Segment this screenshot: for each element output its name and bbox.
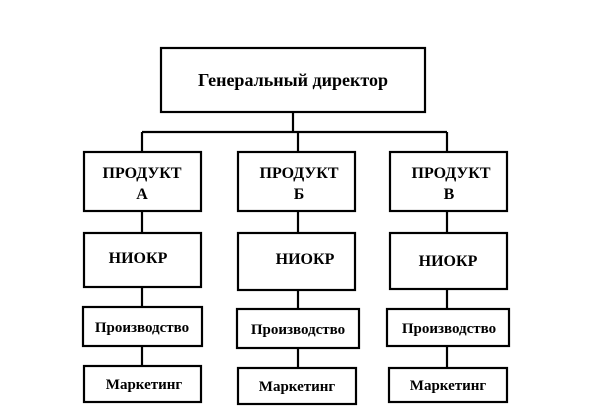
product-a-title: ПРОДУКТ [103, 165, 182, 182]
product-v-letter: В [444, 186, 455, 203]
product-b-letter: Б [294, 186, 305, 203]
marketing-b-label: Маркетинг [259, 379, 336, 395]
column-product-b: ПРОДУКТ Б НИОКР Производство Маркетинг [235, 150, 361, 406]
production-b-node: Производство [235, 307, 361, 350]
production-v-label: Производство [402, 321, 496, 337]
root-node: Генеральный директор [159, 46, 427, 114]
column-product-a: ПРОДУКТ А НИОКР Производство Маркетинг [81, 150, 204, 404]
connectors [140, 112, 449, 368]
production-v-node: Производство [385, 307, 511, 348]
niokr-a-node: НИОКР [82, 231, 203, 289]
root-label: Генеральный директор [198, 70, 388, 90]
product-b-title: ПРОДУКТ [260, 165, 339, 182]
niokr-b-label: НИОКР [276, 251, 335, 268]
product-a-letter: А [136, 186, 148, 203]
marketing-a-label: Маркетинг [106, 377, 183, 393]
product-v-node: ПРОДУКТ В [388, 150, 509, 213]
production-a-label: Производство [95, 320, 189, 336]
product-v-title: ПРОДУКТ [412, 165, 491, 182]
niokr-a-label: НИОКР [109, 250, 168, 267]
niokr-v-label: НИОКР [419, 253, 478, 270]
niokr-v-node: НИОКР [388, 231, 509, 291]
marketing-v-label: Маркетинг [410, 378, 487, 394]
product-a-node: ПРОДУКТ А [82, 150, 203, 213]
production-a-node: Производство [81, 305, 204, 348]
production-b-label: Производство [251, 322, 345, 338]
marketing-b-node: Маркетинг [236, 366, 358, 406]
product-b-node: ПРОДУКТ Б [236, 150, 357, 213]
marketing-v-node: Маркетинг [387, 366, 509, 404]
column-product-v: ПРОДУКТ В НИОКР Производство Маркетинг [385, 150, 511, 404]
marketing-a-node: Маркетинг [82, 364, 203, 404]
niokr-b-node: НИОКР [236, 231, 357, 292]
